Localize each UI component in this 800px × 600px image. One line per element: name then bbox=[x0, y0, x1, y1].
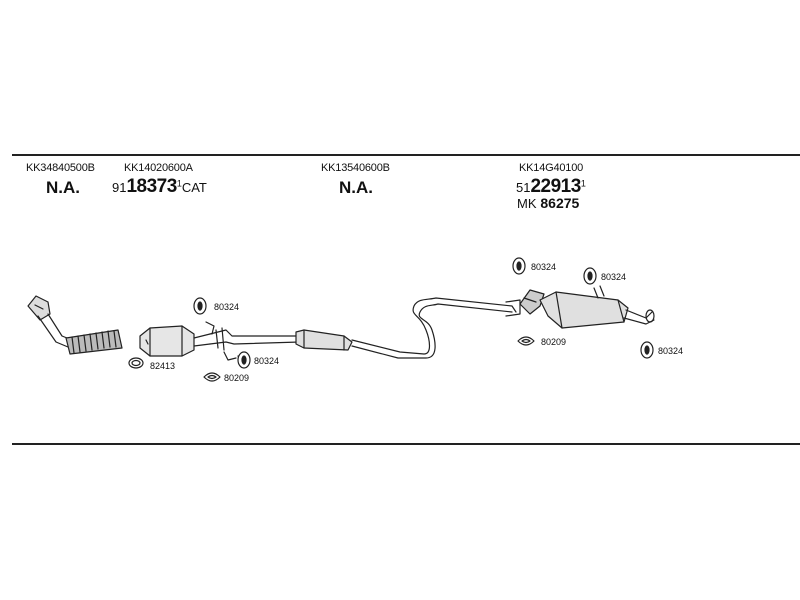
rear-muffler bbox=[519, 285, 655, 329]
part-number-prefix: 51 bbox=[516, 180, 531, 195]
bottom-rule bbox=[12, 443, 800, 445]
part-number: N.A. bbox=[46, 178, 80, 197]
mk-main: 86275 bbox=[540, 195, 580, 211]
callout-label: 80209 bbox=[224, 373, 249, 383]
catalytic-converter bbox=[139, 325, 211, 357]
part-number-prefix: 91 bbox=[112, 180, 127, 195]
rubber-mount-icon bbox=[512, 257, 526, 275]
front-pipe bbox=[27, 295, 123, 355]
middle-pipe bbox=[351, 297, 521, 359]
mk-prefix: MK bbox=[517, 196, 537, 211]
part-number: N.A. bbox=[339, 178, 373, 197]
callout-label: 80209 bbox=[541, 337, 566, 347]
rubber-mount-icon bbox=[193, 297, 207, 315]
rubber-mount-icon bbox=[237, 351, 251, 369]
callout-label: 82413 bbox=[150, 361, 175, 371]
part-number-main: 18373 bbox=[126, 176, 177, 197]
part-number-main: 22913 bbox=[530, 176, 581, 197]
part-number: 91183731CAT bbox=[112, 177, 207, 196]
intermediate-pipe bbox=[205, 321, 301, 363]
rubber-mount-icon bbox=[640, 341, 654, 359]
center-muffler bbox=[295, 329, 353, 351]
top-rule bbox=[12, 154, 800, 156]
rubber-mount-icon bbox=[583, 267, 597, 285]
ring-icon bbox=[128, 357, 144, 369]
gasket-icon bbox=[203, 372, 221, 382]
part-code: KK34840500B bbox=[26, 162, 95, 174]
part-number: 51229131 bbox=[516, 177, 586, 196]
part-number-suffix: CAT bbox=[181, 180, 207, 195]
callout-label: 80324 bbox=[254, 356, 279, 366]
part-number-sup: 1 bbox=[580, 178, 586, 189]
part-code: KK13540600B bbox=[321, 162, 390, 174]
callout-label: 80324 bbox=[214, 302, 239, 312]
mk-number: MK 86275 bbox=[517, 196, 579, 210]
callout-label: 80324 bbox=[601, 272, 626, 282]
callout-label: 80324 bbox=[658, 346, 683, 356]
gasket-icon bbox=[517, 336, 535, 346]
part-number-sup: 1 bbox=[176, 178, 182, 189]
part-code: KK14020600A bbox=[124, 162, 193, 174]
part-code: KK14G40100 bbox=[519, 162, 584, 174]
callout-label: 80324 bbox=[531, 262, 556, 272]
